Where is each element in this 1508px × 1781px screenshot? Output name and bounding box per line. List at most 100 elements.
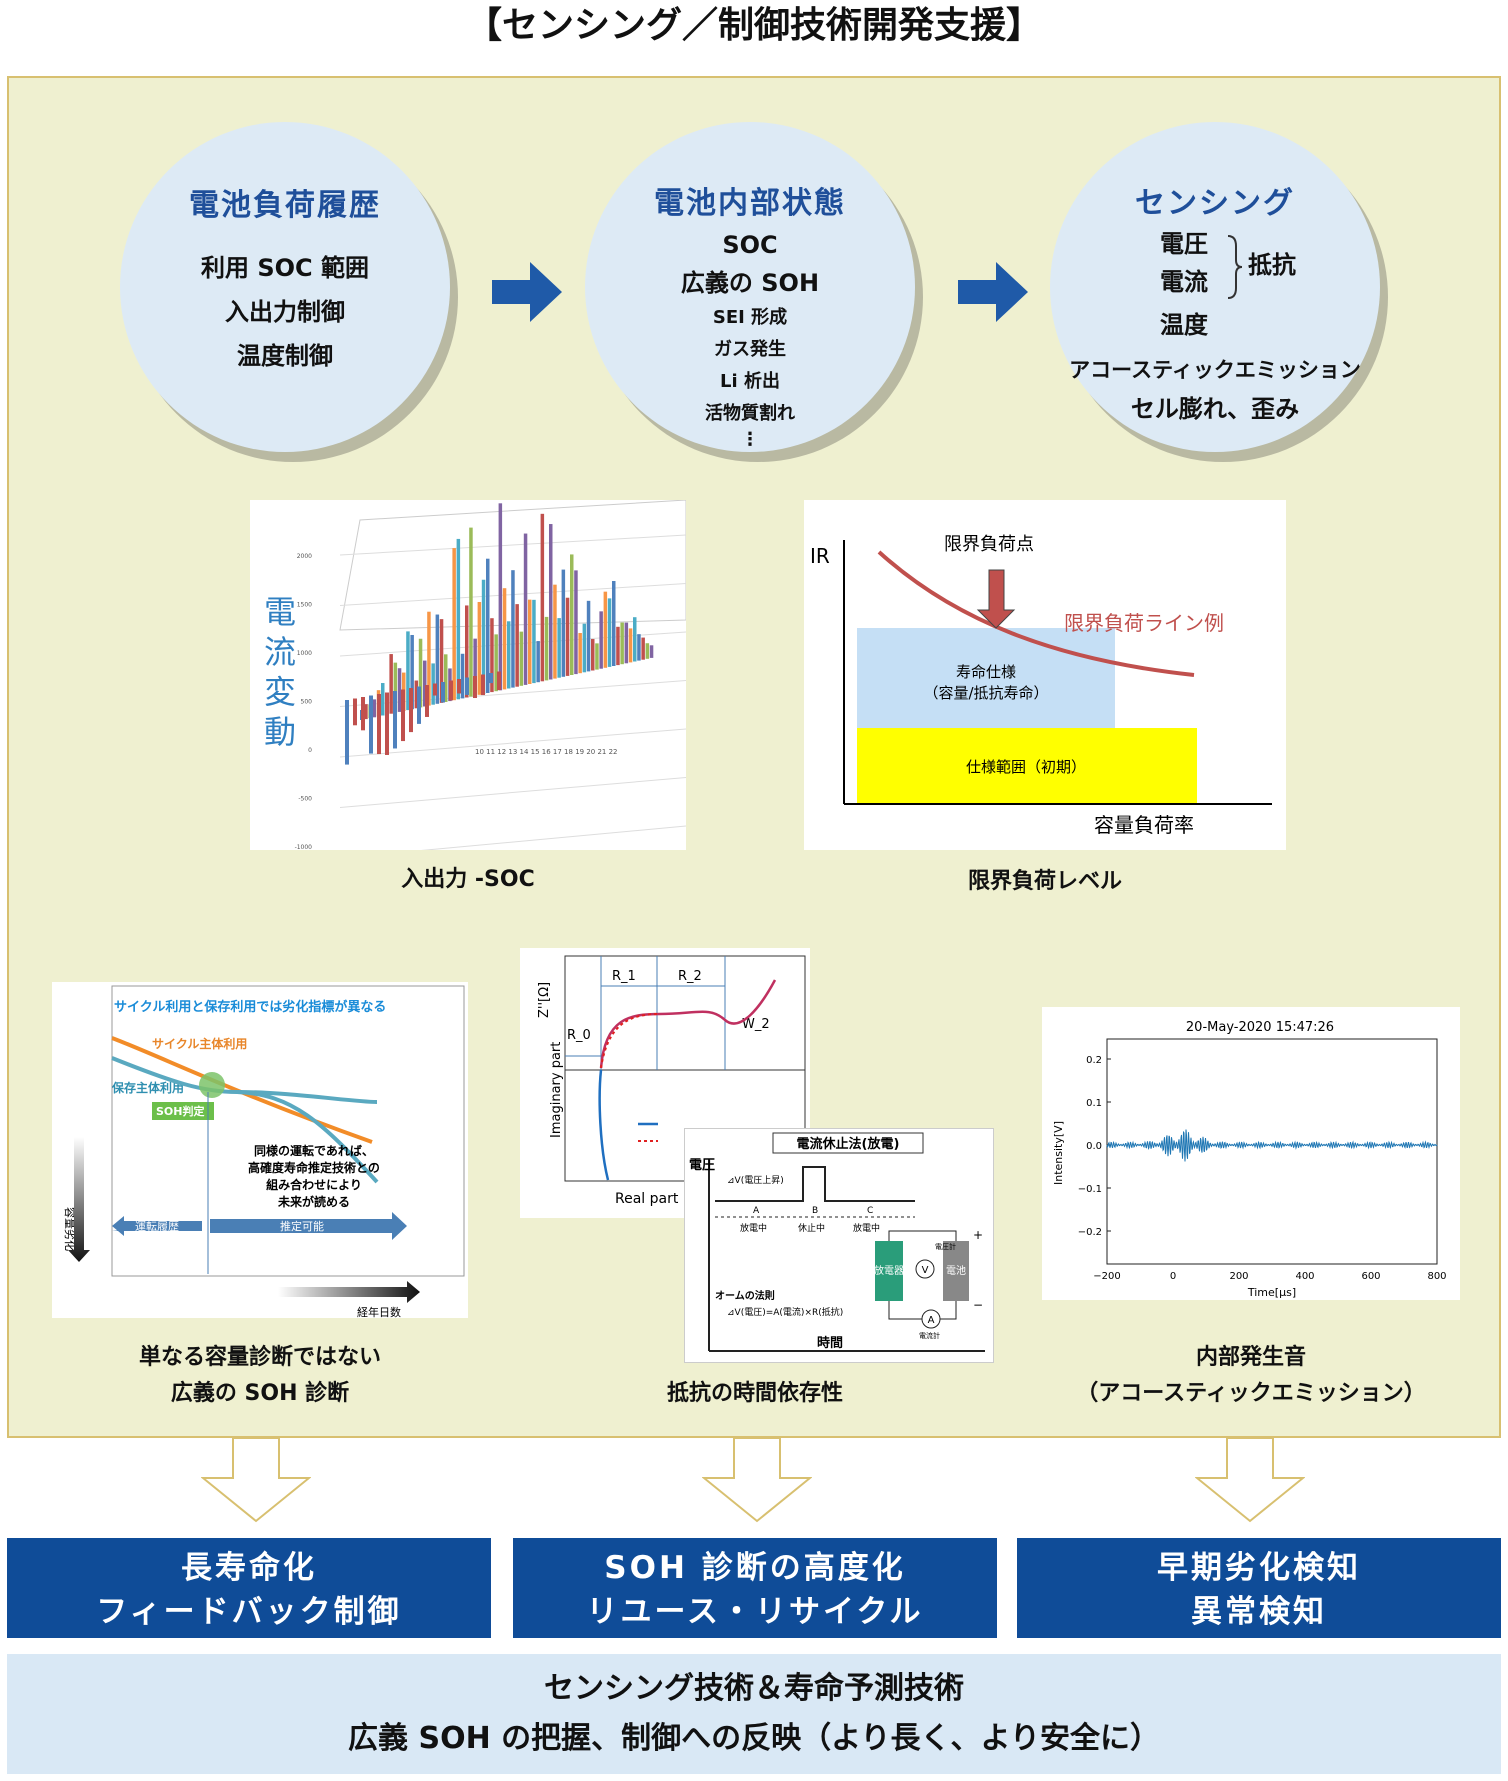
limit-load-curve [877,550,1195,677]
y-tick-label: 500 [301,699,313,706]
soh-header: サイクル利用と保存利用では劣化指標が異なる [114,999,386,1015]
right-arrow-icon [492,262,562,322]
y-tick-label: -1000 [295,844,313,850]
cell-swelling-label: セル膨れ、歪み [1130,395,1300,423]
years-label: 経年日数 [357,1305,401,1318]
grid-line [339,728,686,758]
bar [591,639,595,671]
bar [528,599,532,684]
bar [502,588,507,690]
grid-line [339,777,686,808]
circle-battery-internal-state: 電池内部状態 SOC 広義の SOH SEI 形成 ガス発生 Li 析出 活物質… [585,122,915,452]
bar [603,591,608,668]
figure-caption: 抵抗の時間依存性 [666,1381,843,1406]
bar [511,570,515,688]
circle-subitem: Li 析出 [720,371,780,392]
bar [536,641,540,683]
phase-c-label: C [867,1206,873,1216]
bar [586,600,591,672]
bar [645,643,650,659]
discharge-label: 放電中 [853,1222,880,1234]
circle-battery-load-history: 電池負荷履歴 利用 SOC 範囲 入出力制御 温度制御 [120,122,450,452]
pulse-title: 電流休止法(放電) [797,1136,900,1152]
voltage-label: 電圧 [1160,230,1208,258]
bar [565,597,570,676]
bar [433,683,437,696]
bar [519,631,524,686]
ae-y-tick: 0.2 [1086,1055,1102,1066]
ir-label: IR [810,544,830,568]
figure-caption: 単なる容量診断ではない [138,1345,381,1370]
r1-label: R_1 [612,969,636,984]
outcome-line: 異常検知 [1191,1594,1327,1630]
circle-item: 利用 SOC 範囲 [200,254,369,282]
soh-note: 同様の運転であれば、 [254,1143,374,1158]
bar [494,634,498,692]
bar [481,674,485,696]
bar [409,688,413,733]
bar [557,618,561,678]
rest-label: 休止中 [798,1222,825,1234]
bar [553,584,557,679]
bar [637,634,641,661]
voltmeter-v-label: V [922,1265,929,1276]
bar [353,698,357,726]
outcome-box-long-life: 長寿命化 フィードバック制御 [7,1538,491,1638]
bar [465,605,469,698]
limit-point-label: 限界負荷点 [944,534,1034,555]
ae-y-tick: −0.1 [1078,1184,1102,1195]
figure-caption: 限界負荷レベル [967,869,1122,894]
y-tick-label: 2000 [297,553,312,560]
ae-x-tick: −200 [1093,1271,1120,1282]
bar [515,604,519,687]
circle-item: 入出力制御 [225,298,345,326]
summary-line: 広義 SOH の把握、制御への反映（より長く、より安全に） [348,1721,1160,1756]
x-axis-label: 容量負荷率 [1094,813,1194,837]
r0-label: R_0 [567,1028,591,1043]
bar [599,611,603,669]
limit-line-label: 限界負荷ライン例 [1064,611,1224,635]
battery-label: 電池 [946,1264,966,1277]
bar [628,628,633,663]
outcome-line: フィードバック制御 [96,1594,402,1630]
spec-range-label: 仕様範囲（初期） [966,758,1086,776]
ohms-law-label: オームの法則 [715,1289,775,1302]
load-box [875,1241,903,1301]
circle-subitem: ガス発生 [714,339,786,360]
circle-subitem: ⋮ [741,429,759,450]
bar [393,662,398,713]
temperature-label: 温度 [1160,311,1208,339]
ae-x-tick: 800 [1427,1271,1446,1282]
brace-icon [1227,235,1243,299]
circle-title: センシング [1135,186,1295,221]
bar [460,653,465,699]
y-tick-label: 1500 [297,602,312,609]
ohms-law-formula: ⊿V(電圧)=A(電流)×R(抵抗) [727,1306,843,1318]
real-part-label: Real part [615,1191,679,1207]
r2-label: R_2 [678,969,702,984]
y-tick-label: -500 [298,796,312,803]
plus-label: + [973,1228,983,1242]
soh-judge-label: SOH判定 [156,1104,204,1118]
bar [549,524,553,680]
ae-y-tick: −0.2 [1078,1227,1102,1238]
voltage-axis-label: 電圧 [689,1158,715,1173]
bar [595,643,599,670]
bar [490,618,494,693]
ae-xlabel: Time[μs] [1247,1286,1296,1299]
down-arrow-icon [1195,1438,1305,1523]
outcome-line: 早期劣化検知 [1157,1550,1361,1586]
bar [497,671,501,691]
grid-line [339,534,686,556]
bar [469,527,473,697]
battery-box [943,1241,969,1301]
load-label: 放電器 [874,1264,904,1277]
bar [477,601,482,695]
bar [570,554,574,675]
bar [385,692,389,755]
ae-x-tick: 400 [1295,1271,1314,1282]
bar [441,682,445,703]
current-variation-label: 電流変動 [263,593,296,751]
bar [435,614,440,704]
